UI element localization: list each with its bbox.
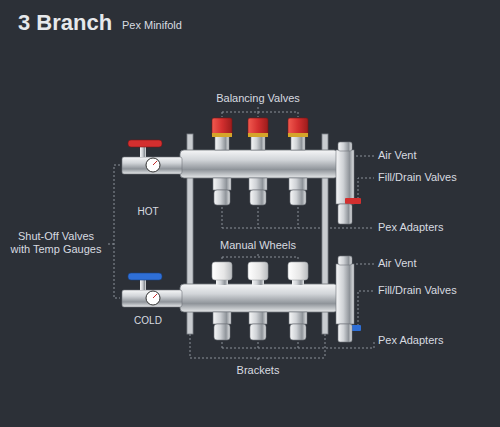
temp-gauge	[146, 158, 160, 172]
leader-line	[222, 254, 298, 261]
adapter-nut	[249, 312, 267, 324]
drain-outlet	[338, 204, 352, 224]
part-label: Balancing Valves	[216, 92, 300, 105]
part-label: Shut-Off Valves with Temp Gauges	[7, 230, 105, 256]
red-handle	[128, 140, 162, 147]
valve-body	[122, 157, 182, 174]
valve-body	[291, 136, 305, 150]
leader-lines	[108, 107, 374, 362]
diagram-title: 3 Branch	[18, 10, 112, 36]
leader-line	[356, 156, 374, 157]
part-label: Air Vent	[378, 149, 417, 162]
air-vent	[338, 142, 352, 151]
adapter-nut	[213, 312, 231, 324]
gauge-needle	[153, 161, 157, 165]
manual-wheels	[212, 262, 308, 285]
pex-adapters	[213, 312, 307, 340]
valve-stem	[140, 279, 146, 290]
leader-line	[356, 264, 374, 265]
pex-adapters	[213, 178, 307, 205]
gauge-needle	[153, 294, 157, 298]
gold-ring	[212, 133, 232, 137]
blue-handle	[128, 273, 162, 280]
valve-label: COLD	[134, 315, 162, 327]
valve-body	[215, 136, 229, 150]
balancing-valve	[212, 118, 232, 150]
part-label: Pex Adapters	[378, 221, 443, 234]
white-wheel	[248, 262, 268, 280]
vent-drain-fitting	[336, 142, 361, 224]
drain-outlet	[338, 324, 352, 342]
pex-adapter	[214, 324, 230, 340]
valve-body	[251, 136, 265, 150]
vent-drain-fitting	[336, 256, 361, 342]
adapter-nut	[213, 178, 231, 190]
adapter-nut	[289, 178, 307, 190]
red-cap	[212, 118, 232, 136]
valve-label: HOT	[137, 206, 158, 218]
temp-gauge	[146, 291, 160, 305]
pex-adapter	[250, 324, 266, 340]
shut-off-valve	[122, 140, 182, 174]
air-vent	[338, 256, 352, 265]
pex-adapter	[290, 324, 306, 340]
red-cap	[288, 118, 308, 136]
balancing-valve	[248, 118, 268, 150]
balancing-valve	[288, 118, 308, 150]
manifold-bar	[180, 150, 338, 178]
part-label: Fill/Drain Valves	[378, 171, 457, 184]
part-label: Air Vent	[378, 257, 417, 270]
pex-adapter	[214, 190, 230, 205]
shut-off-valve	[122, 273, 182, 307]
part-label: Pex Adapters	[378, 334, 443, 347]
pex-adapter	[250, 190, 266, 205]
gold-ring	[288, 133, 308, 137]
manifold-bar	[180, 284, 338, 312]
white-wheel	[288, 262, 308, 280]
part-label: Manual Wheels	[220, 239, 296, 252]
leader-line	[222, 107, 298, 117]
subtitle: Pex Minifold	[122, 19, 182, 32]
white-wheel	[212, 262, 232, 280]
part-label: Brackets	[237, 364, 280, 377]
drain-handle	[345, 198, 361, 204]
part-label: Fill/Drain Valves	[378, 284, 457, 297]
leader-line	[358, 291, 374, 330]
red-cap	[248, 118, 268, 136]
leader-line	[108, 165, 120, 298]
adapter-nut	[249, 178, 267, 190]
valve-body	[122, 290, 182, 307]
gold-ring	[248, 133, 268, 137]
pex-adapter	[290, 190, 306, 205]
adapter-nut	[289, 312, 307, 324]
fitting-tube	[336, 264, 354, 324]
valve-stem	[140, 146, 146, 157]
fitting-tube	[336, 150, 354, 204]
